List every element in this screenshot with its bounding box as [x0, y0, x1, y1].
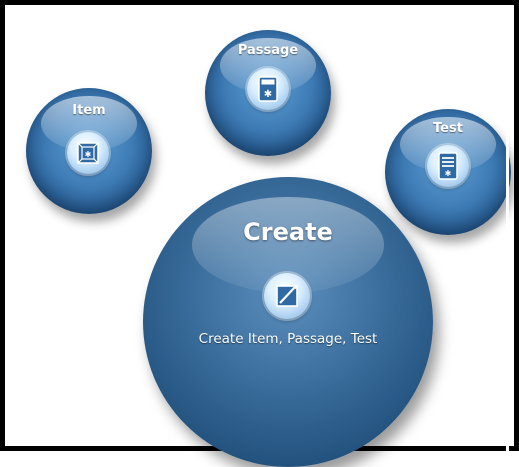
- test-node[interactable]: Test ✱: [385, 109, 511, 235]
- test-label: Test: [433, 121, 463, 136]
- test-list-icon: ✱: [427, 145, 469, 187]
- passage-label: Passage: [237, 43, 299, 58]
- svg-text:✱: ✱: [445, 169, 452, 178]
- cube-box-icon: ✱: [67, 132, 109, 174]
- item-label: Item: [72, 103, 106, 118]
- svg-text:✱: ✱: [85, 150, 92, 159]
- passage-document-icon: ✱: [247, 68, 289, 110]
- svg-text:✱: ✱: [264, 89, 272, 100]
- passage-node[interactable]: Passage ✱: [205, 30, 331, 156]
- create-node[interactable]: Create Create Item, Passage, Test: [143, 177, 433, 467]
- create-title: Create: [243, 218, 333, 246]
- item-node[interactable]: Item ✱: [26, 88, 152, 214]
- pencil-edit-icon: [264, 273, 310, 319]
- create-subtitle: Create Item, Passage, Test: [198, 331, 378, 347]
- right-edge-strip: [506, 10, 509, 451]
